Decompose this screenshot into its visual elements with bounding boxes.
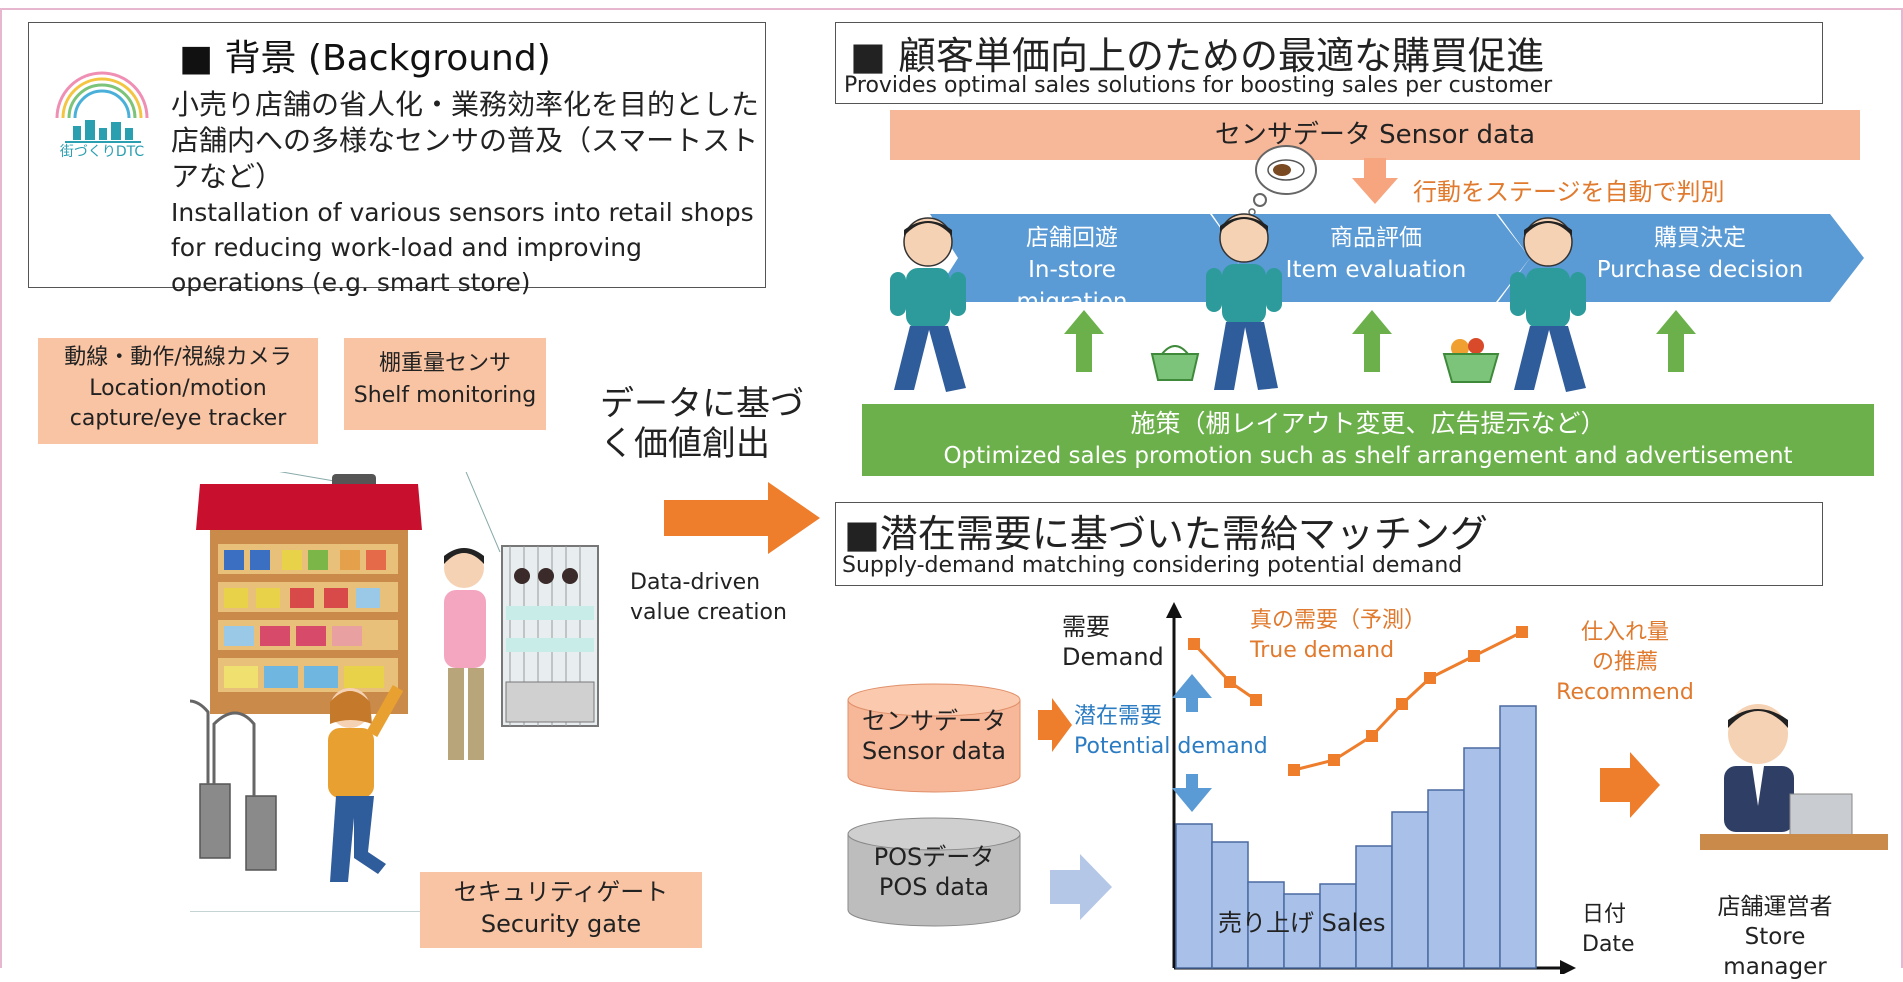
true-demand-label: 真の需要（予測） True demand bbox=[1250, 606, 1426, 666]
up-arrow-1-icon bbox=[1064, 310, 1104, 372]
measures-en: Optimized sales promotion such as shelf … bbox=[943, 443, 1793, 469]
pos-db-label: POSデータ POS data bbox=[858, 842, 1010, 902]
section1-subtitle: Provides optimal sales solutions for boo… bbox=[844, 73, 1553, 98]
stage-3-label: 購買決定 Purchase decision bbox=[1580, 222, 1820, 286]
sensor-database-icon bbox=[847, 683, 1021, 793]
security-gate-label: セキュリティゲート Security gate bbox=[420, 872, 702, 948]
true-demand-en: True demand bbox=[1250, 638, 1395, 663]
person-evaluating-icon bbox=[1206, 213, 1282, 390]
chevron-purchase bbox=[1498, 214, 1864, 302]
recommend-jp2: の推薦 bbox=[1591, 650, 1658, 675]
sensor-down-arrow-icon bbox=[1352, 158, 1398, 204]
pos-to-chart-arrow-icon bbox=[1050, 854, 1112, 920]
middle-jp-label: データに基づく価値創出 bbox=[600, 384, 804, 464]
stage-2-label: 商品評価 Item evaluation bbox=[1276, 222, 1476, 286]
manager-label: 店舗運営者 Store manager bbox=[1690, 892, 1860, 982]
basket-full-icon bbox=[1442, 338, 1500, 383]
potential-jp: 潜在需要 bbox=[1074, 704, 1163, 729]
demand-chart bbox=[1166, 602, 1576, 974]
sales-bar-8 bbox=[1427, 789, 1465, 969]
potential-en: Potential demand bbox=[1074, 734, 1268, 759]
up-arrow-3-icon bbox=[1656, 310, 1696, 372]
demand-jp: 需要 bbox=[1062, 613, 1110, 641]
security-gate-jp: セキュリティゲート bbox=[453, 878, 669, 906]
frame-top bbox=[0, 8, 1903, 10]
section2-header: ■潜在需要に基づいた需給マッチング Supply-demand matching… bbox=[835, 502, 1823, 586]
sales-bar-7 bbox=[1391, 811, 1429, 969]
date-jp: 日付 bbox=[1582, 902, 1627, 927]
date-label: 日付 Date bbox=[1582, 900, 1635, 960]
demand-label: 需要 Demand bbox=[1062, 612, 1164, 672]
pos-db-jp: POSデータ bbox=[873, 843, 995, 871]
shelf-sensor-label: 棚重量センサ Shelf monitoring bbox=[344, 338, 546, 430]
background-title: ■ 背景 (Background) bbox=[179, 38, 551, 79]
camera-sensor-en: Location/motion capture/eye tracker bbox=[69, 376, 287, 431]
pos-database-icon bbox=[847, 817, 1021, 927]
chevron-in-store bbox=[930, 214, 1242, 302]
security-gate-en: Security gate bbox=[480, 910, 642, 938]
manager-jp: 店舗運営者 bbox=[1717, 894, 1833, 920]
background-jp-text: 小売り店舗の省人化・業務効率化を目的とした店舗内への多様なセンサの普及（スマート… bbox=[171, 88, 760, 193]
person-purchasing-icon bbox=[1510, 217, 1586, 392]
middle-en-label: Data-driven value creation bbox=[630, 570, 787, 625]
stage-chevrons bbox=[930, 214, 1864, 302]
sensor-db-label: センサデータ Sensor data bbox=[858, 706, 1010, 766]
dtc-logo-icon bbox=[55, 71, 149, 143]
recommend-arrow-icon bbox=[1600, 752, 1660, 818]
sales-bar-6 bbox=[1355, 845, 1393, 969]
potential-demand-label: 潜在需要 Potential demand bbox=[1074, 702, 1268, 762]
measures-bar: 施策（棚レイアウト変更、広告提示など） Optimized sales prom… bbox=[862, 404, 1874, 476]
section2-title: ■潜在需要に基づいた需給マッチング bbox=[844, 512, 1488, 556]
recommend-label: 仕入れ量 の推薦 Recommend bbox=[1550, 618, 1700, 708]
thought-bubble-icon bbox=[1248, 145, 1317, 216]
section1-title: ■ 顧客単価向上のための最適な購買促進 bbox=[850, 34, 1544, 78]
section1-header: ■ 顧客単価向上のための最適な購買促進 Provides optimal sal… bbox=[835, 22, 1823, 104]
stage-1-jp: 店舗回遊 bbox=[1026, 225, 1118, 251]
stage-1-label: 店舗回遊 In-store migration bbox=[972, 222, 1172, 318]
store-manager-icon bbox=[1700, 704, 1888, 850]
stage-3-en: Purchase decision bbox=[1596, 257, 1804, 283]
logo-text: 街づくりDTC bbox=[59, 144, 145, 160]
recommend-en: Recommend bbox=[1556, 680, 1694, 705]
sensor-to-chart-arrow-icon bbox=[1038, 698, 1072, 752]
stage-2-jp: 商品評価 bbox=[1330, 225, 1422, 251]
shelf-sensor-jp: 棚重量センサ bbox=[378, 351, 511, 376]
true-demand-jp: 真の需要（予測） bbox=[1250, 608, 1427, 633]
stage-2-en: Item evaluation bbox=[1285, 257, 1467, 283]
shelf-sensor-en: Shelf monitoring bbox=[353, 383, 537, 408]
background-box: 街づくりDTC ■ 背景 (Background) 小売り店舗の省人化・業務効率… bbox=[28, 22, 766, 297]
sales-bar-2 bbox=[1211, 841, 1249, 969]
section2-subtitle: Supply-demand matching considering poten… bbox=[842, 553, 1463, 578]
sales-bar-4 bbox=[1283, 893, 1321, 969]
sensor-data-bar: センサデータ Sensor data bbox=[890, 110, 1860, 160]
stage-1-en: In-store migration bbox=[1016, 257, 1128, 315]
frame-left bbox=[0, 8, 10, 968]
sales-label: 売り上げ Sales bbox=[1218, 909, 1386, 937]
up-arrow-2-icon bbox=[1352, 310, 1392, 372]
stage-judge-label: 行動をステージを自動で判別 bbox=[1413, 178, 1725, 206]
big-right-arrow-icon bbox=[664, 482, 820, 554]
background-en-text: Installation of various sensors into ret… bbox=[171, 198, 754, 297]
person-walking-icon bbox=[890, 217, 966, 392]
pos-db-en: POS data bbox=[878, 873, 990, 901]
sensor-db-jp: センサデータ bbox=[862, 707, 1006, 735]
sales-bar-5 bbox=[1319, 883, 1357, 969]
camera-sensor-jp: 動線・動作/視線カメラ bbox=[64, 345, 292, 370]
sales-bar-9 bbox=[1463, 747, 1501, 969]
sales-bar-10 bbox=[1499, 705, 1537, 969]
stage-3-jp: 購買決定 bbox=[1654, 225, 1746, 251]
measures-jp: 施策（棚レイアウト変更、広告提示など） bbox=[1130, 409, 1606, 438]
date-en: Date bbox=[1582, 932, 1635, 957]
sales-bar-1 bbox=[1175, 823, 1213, 969]
recommend-jp1: 仕入れ量 bbox=[1580, 620, 1669, 645]
store-illustration bbox=[190, 472, 599, 912]
sensor-db-en: Sensor data bbox=[862, 737, 1006, 765]
chevron-item-eval bbox=[1212, 214, 1530, 302]
manager-en: Store manager bbox=[1723, 924, 1827, 980]
frame-right bbox=[1893, 8, 1903, 968]
basket-empty-icon bbox=[1150, 345, 1200, 381]
camera-sensor-label: 動線・動作/視線カメラ Location/motion capture/eye … bbox=[38, 338, 318, 444]
demand-en: Demand bbox=[1062, 643, 1164, 671]
